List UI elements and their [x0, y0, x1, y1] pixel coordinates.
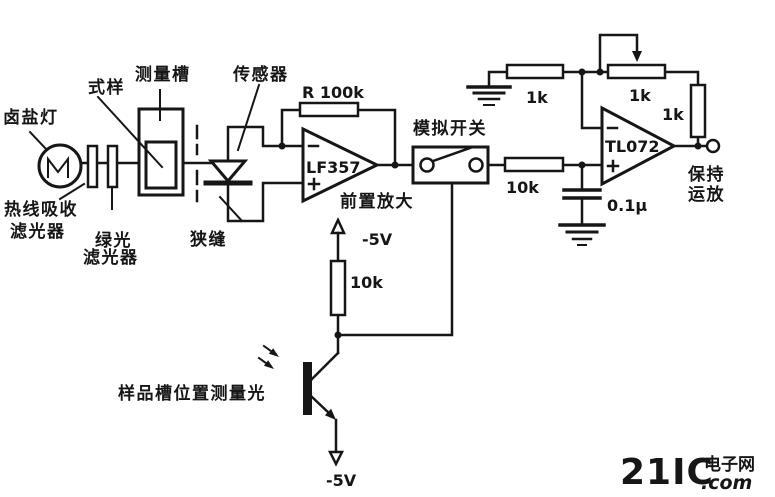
junction-dot	[596, 68, 604, 76]
tank-label: 测量槽	[135, 64, 191, 85]
input-resistor-icon	[503, 156, 565, 173]
pullup-resistor-label: 10k	[350, 273, 383, 292]
switch-terminal-left	[419, 157, 435, 173]
heat-filter-plate-icon	[86, 144, 99, 189]
pullup-resistor-icon	[329, 259, 347, 317]
feedback-wire	[280, 108, 397, 167]
green-filter-label-2: 滤光器	[83, 247, 139, 268]
output-terminal-icon	[705, 138, 721, 154]
phototransistor-base-bar	[303, 362, 312, 415]
detector-supply-label: -5V	[326, 471, 357, 490]
junction-dot	[391, 161, 399, 169]
lamp-filament-icon	[47, 156, 69, 178]
sample-pointer-line	[96, 95, 164, 169]
sensor-pointer-line	[236, 83, 261, 152]
hold-feedback-wires	[487, 33, 709, 148]
green-filter-plate-icon	[106, 144, 119, 189]
light-arrowhead-2	[263, 360, 274, 369]
potentiometer-label: 1k	[629, 86, 651, 105]
potentiometer-icon	[606, 63, 667, 80]
supply-arrow-up-icon	[330, 217, 346, 235]
sensor-label: 传感器	[232, 64, 289, 85]
switch-lever	[431, 146, 472, 163]
emitter-arrowhead	[324, 408, 336, 420]
capacitor-label: 0.1μ	[607, 196, 647, 215]
junction-dot	[694, 142, 702, 150]
input-resistor-label: 10k	[506, 178, 539, 197]
preamp-opamp-icon	[301, 126, 381, 204]
slit-pointer-line	[218, 195, 244, 223]
hold-stage-label-1: 保持	[687, 164, 725, 185]
output-resistor-icon	[689, 83, 707, 139]
switch-terminal-right	[468, 157, 484, 173]
slit-label: 狭缝	[189, 229, 227, 250]
preamp-stage-label: 前置放大	[340, 191, 414, 212]
watermark-brand: 21IC	[620, 452, 714, 493]
hold-ic-label: TL072	[605, 137, 660, 156]
watermark-site: 电子网	[704, 454, 755, 475]
position-light-label: 样品槽位置测量光	[118, 383, 266, 404]
lamp-pointer-line	[28, 130, 48, 151]
phototransistor-leads	[310, 351, 340, 453]
watermark-dotcom: .com	[701, 472, 752, 494]
preamp-ic-label: LF357	[306, 158, 361, 177]
sample-label: 式样	[88, 77, 125, 98]
photodiode-loop-wires	[226, 125, 305, 223]
potentiometer-wiper-arrow	[632, 51, 642, 62]
lamp-label: 卤盐灯	[3, 107, 59, 128]
hold-stage-label-2: 运放	[688, 184, 725, 205]
heat-filter-pointer-line	[58, 182, 86, 201]
measuring-tank-cuvette	[144, 140, 178, 190]
heat-filter-label-1: 热线吸收	[4, 199, 78, 220]
photodiode-icon	[207, 159, 249, 184]
ground-resistor-label: 1k	[526, 88, 548, 107]
hold-opamp-icon	[600, 105, 678, 187]
light-arrowhead-1	[268, 348, 279, 357]
green-filter-label-1: 绿光	[95, 230, 132, 251]
junction-dot	[334, 331, 342, 339]
lamp-icon	[37, 143, 83, 189]
analog-switch-label: 模拟开关	[413, 118, 487, 139]
supply-arrow-down-icon	[327, 450, 345, 467]
preamp-supply-label: -5V	[362, 230, 393, 249]
junction-dot	[578, 161, 586, 169]
ground-resistor-icon	[505, 63, 565, 80]
feedback-resistor-label: R 100k	[302, 83, 364, 102]
junction-dot	[578, 68, 586, 76]
output-resistor-label: 1k	[662, 105, 684, 124]
heat-filter-label-2: 滤光器	[10, 221, 66, 242]
feedback-resistor-icon	[298, 101, 360, 118]
